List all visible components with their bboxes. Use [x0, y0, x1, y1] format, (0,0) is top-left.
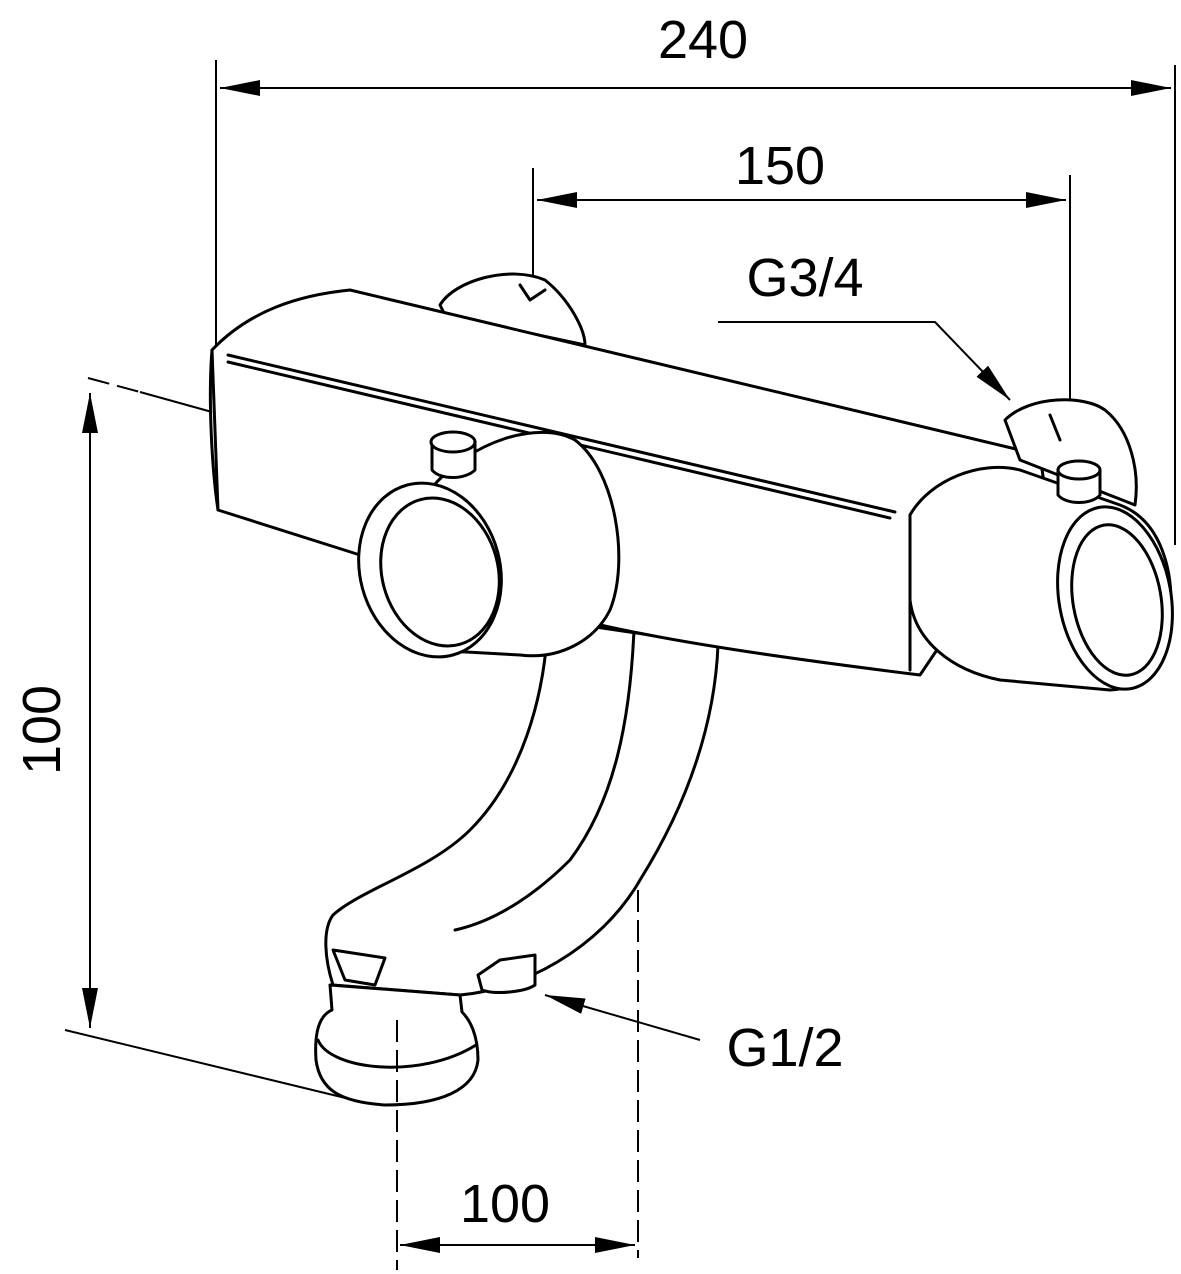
right-inlet-nut: [1003, 398, 1138, 507]
dimension-label-240: 240: [658, 10, 748, 70]
inlet-thread-callout: G3/4: [718, 248, 1011, 401]
dimension-label-spout: 100: [460, 1174, 550, 1234]
dimension-height-100: 100: [12, 377, 363, 1103]
dimension-label-height: 100: [12, 685, 72, 775]
dimension-150: 150: [532, 136, 1071, 400]
outlet-thread-label: G1/2: [726, 1018, 843, 1078]
inlet-thread-label: G3/4: [746, 248, 863, 308]
left-inlet-nut: [438, 272, 587, 347]
outlet-thread-callout: G1/2: [544, 994, 844, 1078]
dimension-spout-100: 100: [396, 890, 639, 1270]
right-control-knob: [908, 459, 1174, 692]
dimension-240: 240: [215, 10, 1176, 545]
dimension-label-150: 150: [735, 136, 825, 196]
spout: [314, 618, 720, 1107]
left-control-knob: [357, 430, 621, 659]
